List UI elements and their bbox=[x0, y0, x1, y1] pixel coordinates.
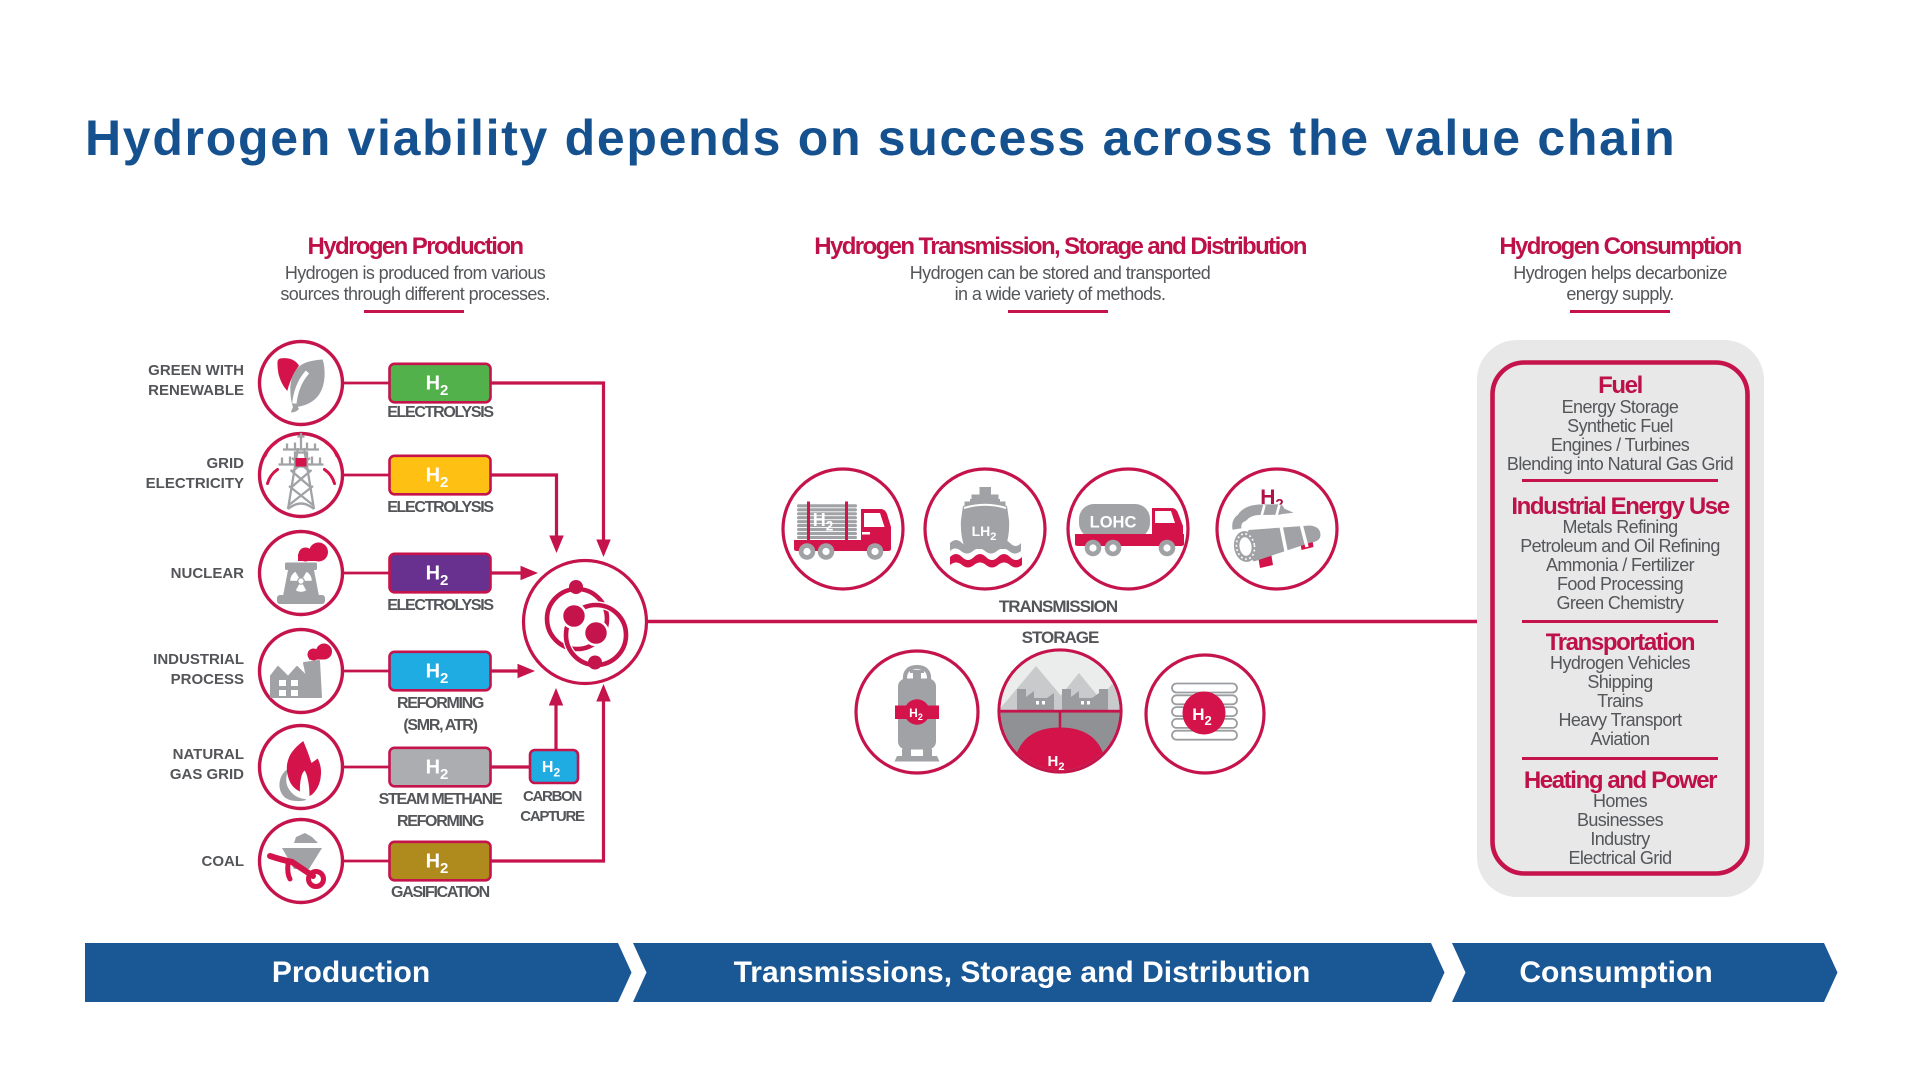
svg-text:LH2: LH2 bbox=[972, 523, 997, 543]
svg-text:LOHC: LOHC bbox=[1090, 514, 1137, 532]
